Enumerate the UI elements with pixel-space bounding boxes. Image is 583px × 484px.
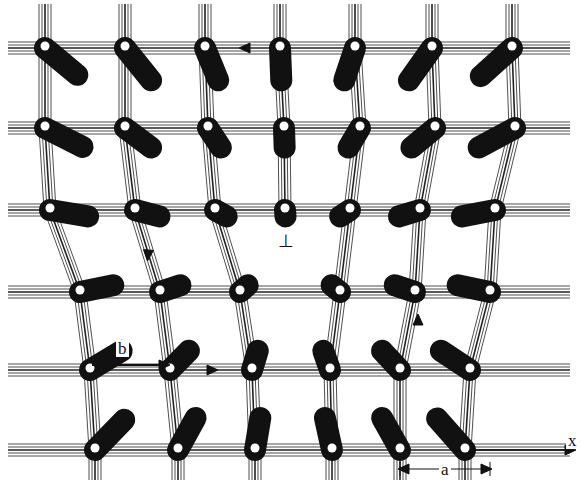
lattice-plane	[39, 4, 89, 480]
circuit-arrowhead	[159, 360, 170, 370]
lattice-plane	[45, 4, 95, 480]
atom-highlight	[248, 364, 257, 373]
atom-highlight	[431, 122, 440, 131]
atom-rod	[135, 210, 159, 216]
lattice-plane	[468, 4, 518, 480]
circuit-arrowhead	[143, 250, 153, 261]
atom-rod	[50, 210, 88, 216]
axis-label: x	[566, 432, 579, 449]
atom-rod	[280, 48, 281, 80]
atom-highlight	[156, 286, 165, 295]
atom-highlight	[486, 286, 495, 295]
atom-highlight	[411, 286, 420, 295]
lattice-plane	[42, 4, 92, 480]
atom-rod	[462, 210, 495, 216]
lattice-plane	[462, 4, 512, 480]
atom-rod	[458, 285, 490, 292]
atom-highlight	[428, 42, 437, 51]
atom-rod	[208, 128, 221, 148]
atom-rod	[45, 48, 77, 75]
atom-highlight	[396, 364, 405, 373]
atom-highlight	[491, 204, 500, 213]
circuit-arrowhead	[207, 365, 218, 375]
atom-rod	[205, 48, 218, 80]
lattice-plane	[202, 4, 252, 480]
atom-highlight	[201, 42, 210, 51]
atom-rod	[479, 128, 515, 148]
lattice-plane	[465, 4, 515, 480]
atom-highlight	[326, 364, 335, 373]
atom-rod	[125, 48, 151, 80]
circuit-arrowhead	[398, 464, 409, 474]
atom-rod	[45, 128, 83, 147]
atom-highlight	[204, 122, 213, 131]
atom-highlight	[236, 286, 245, 295]
atom-highlight	[346, 204, 355, 213]
atom-rod	[437, 419, 465, 450]
dislocation-symbol: ⊥	[276, 232, 296, 250]
circuit-arrowhead	[413, 314, 423, 325]
atom-rod	[80, 285, 113, 292]
circuit-arrowhead	[481, 464, 492, 474]
atom-rod	[481, 48, 512, 76]
atom-rod	[125, 128, 151, 148]
lattice-plane	[122, 4, 175, 480]
atom-highlight	[174, 444, 183, 453]
atom-highlight	[416, 204, 425, 213]
lattice-plane	[205, 4, 255, 480]
atom-highlight	[91, 444, 100, 453]
atom-rod	[344, 48, 355, 80]
atom-highlight	[356, 122, 365, 131]
atom-highlight	[280, 122, 289, 131]
lattice-plane	[125, 4, 178, 480]
lattice-plane	[274, 4, 279, 210]
lattice-plane	[280, 4, 285, 210]
circuit-arrowhead	[239, 43, 250, 53]
atom-highlight	[461, 444, 470, 453]
atom-highlight	[131, 204, 140, 213]
burgers-vector	[92, 364, 160, 366]
atom-highlight	[508, 42, 517, 51]
atom-highlight	[46, 204, 55, 213]
atom-highlight	[251, 444, 260, 453]
burgers-label: b	[116, 340, 129, 357]
atom-highlight	[396, 444, 405, 453]
atom-rod	[348, 128, 360, 148]
lattice-plane	[283, 4, 288, 210]
lattice-plane	[400, 4, 435, 480]
atom-highlight	[466, 364, 475, 373]
atom-rod	[409, 48, 432, 80]
atom-highlight	[41, 122, 50, 131]
atom-highlight	[328, 444, 337, 453]
atom-highlight	[211, 204, 220, 213]
atom-rod	[95, 420, 124, 450]
atom-rod	[273, 128, 296, 148]
atom-highlight	[121, 122, 130, 131]
atom-rod	[411, 128, 435, 148]
atom-highlight	[511, 122, 520, 131]
lattice-plane	[333, 4, 363, 480]
lattice-plane	[330, 4, 360, 480]
atom-highlight	[351, 42, 360, 51]
x-axis	[470, 449, 566, 450]
atom-highlight	[76, 286, 85, 295]
lattice-plane	[471, 4, 521, 480]
atom-highlight	[276, 42, 285, 51]
lattice-plane	[397, 4, 432, 480]
lattice-plane	[336, 4, 366, 480]
atom-highlight	[336, 286, 345, 295]
atom-highlight	[41, 42, 50, 51]
lattice-plane	[286, 4, 291, 210]
lattice-constant: a	[439, 461, 451, 478]
atom-highlight	[281, 204, 290, 213]
atom-highlight	[121, 42, 130, 51]
